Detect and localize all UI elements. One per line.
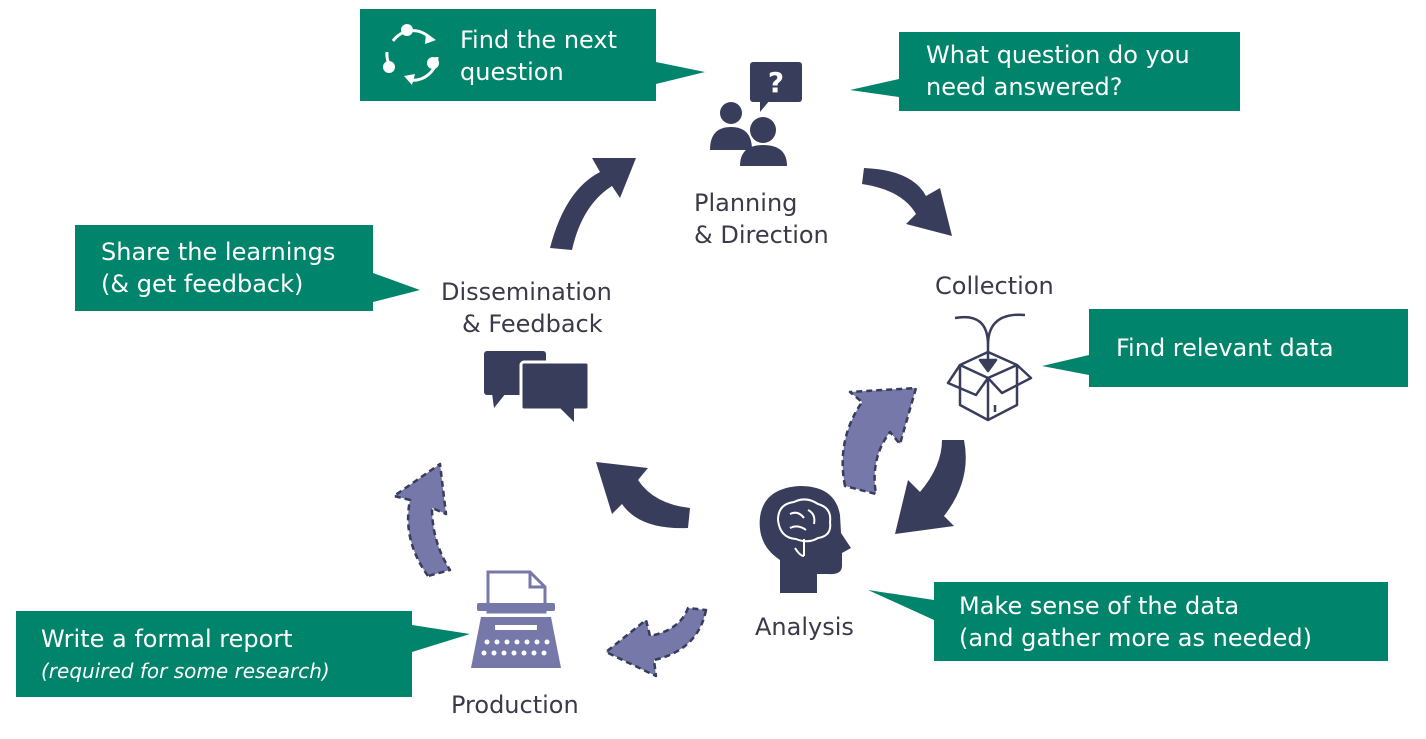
people-question-icon: ? bbox=[710, 62, 802, 166]
chat-bubbles-icon bbox=[484, 351, 591, 422]
arrow-analysis-to-dissemination bbox=[596, 462, 690, 529]
arrow-planning-to-collection bbox=[862, 168, 952, 236]
callout-share-learnings-line1: Share the learnings bbox=[101, 238, 335, 266]
typewriter-icon bbox=[471, 570, 561, 668]
svg-text:?: ? bbox=[768, 66, 784, 99]
callout-find-relevant-data-line1: Find relevant data bbox=[1116, 334, 1334, 362]
callout-what-question-line1: What question do you bbox=[926, 41, 1190, 69]
callout-share-learnings: Share the learnings (& get feedback) bbox=[75, 225, 420, 311]
callout-formal-report-line1: Write a formal report bbox=[41, 625, 293, 653]
arrow-analysis-to-production bbox=[604, 606, 708, 678]
callout-make-sense-line1: Make sense of the data bbox=[959, 592, 1239, 620]
callout-find-next-question: Find the next question bbox=[360, 9, 705, 101]
callout-find-next-question-line2: question bbox=[460, 58, 564, 86]
callout-formal-report: Write a formal report (required for some… bbox=[16, 611, 470, 697]
box-funnel-icon bbox=[946, 313, 1033, 422]
cycle-icon bbox=[383, 24, 439, 85]
stage-dissemination-line1: Dissemination bbox=[441, 278, 612, 306]
callout-make-sense-line2: (and gather more as needed) bbox=[959, 624, 1312, 652]
callout-share-learnings-line2: (& get feedback) bbox=[101, 270, 303, 298]
stage-planning-line2: & Direction bbox=[694, 221, 829, 249]
arrow-analysis-to-collection bbox=[841, 386, 918, 496]
callout-make-sense: Make sense of the data (and gather more … bbox=[868, 582, 1388, 661]
stage-planning-line1: Planning bbox=[694, 189, 797, 217]
callout-find-relevant-data: Find relevant data bbox=[1042, 309, 1408, 387]
stage-analysis-label: Analysis bbox=[755, 613, 854, 641]
head-brain-icon bbox=[759, 486, 851, 593]
stage-production-label: Production bbox=[451, 691, 579, 719]
callout-formal-report-line2: (required for some research) bbox=[41, 659, 330, 683]
arrow-collection-to-analysis bbox=[895, 440, 966, 534]
arrow-dissemination-to-planning bbox=[550, 158, 636, 250]
stage-dissemination-line2: & Feedback bbox=[462, 310, 603, 338]
callout-what-question-line2: need answered? bbox=[926, 73, 1123, 101]
arrow-production-to-dissemination bbox=[392, 462, 452, 578]
callout-what-question: What question do you need answered? bbox=[850, 32, 1240, 111]
callout-find-next-question-line1: Find the next bbox=[460, 26, 617, 54]
stage-collection-label: Collection bbox=[935, 272, 1054, 300]
